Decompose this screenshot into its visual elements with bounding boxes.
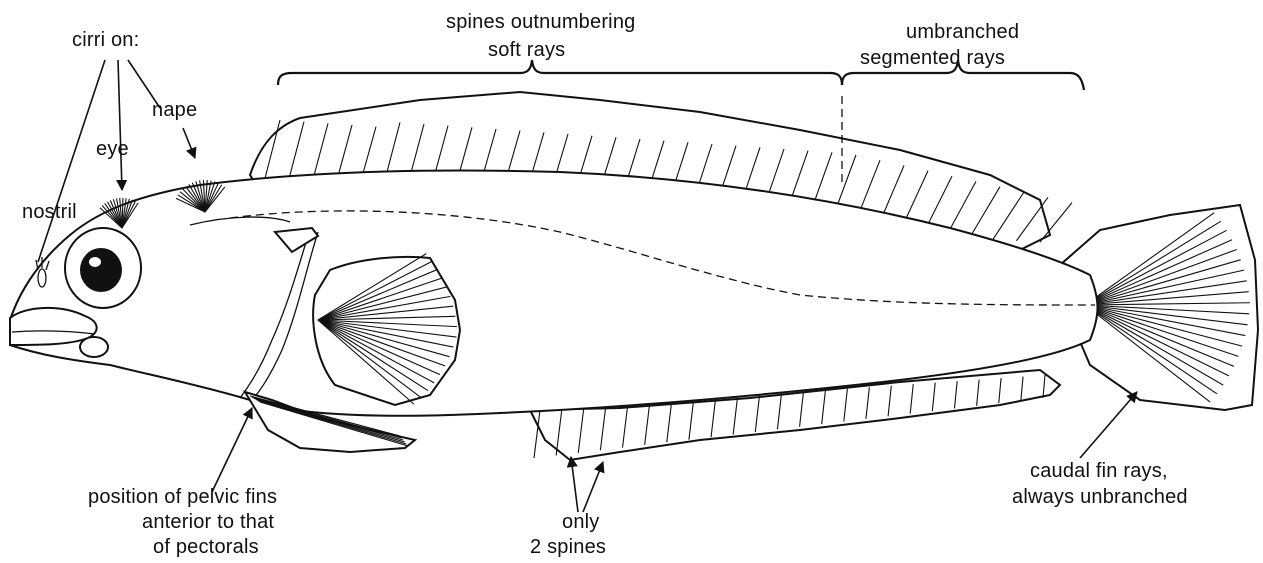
label-caudal-line2: always unbranched: [1012, 486, 1188, 508]
label-pelvic-line1: position of pelvic fins: [88, 486, 277, 508]
label-pelvic-line2: anterior to that: [142, 511, 274, 533]
label-caudal-line1: caudal fin rays,: [1030, 460, 1168, 482]
label-only-line2: 2 spines: [530, 536, 606, 558]
label-spines-line2: soft rays: [488, 39, 565, 61]
label-umbranched-line1: umbranched: [906, 21, 1019, 43]
spines-brace: [278, 60, 842, 85]
label-spines-line1: spines outnumbering: [446, 11, 635, 33]
eye: [65, 228, 141, 308]
pectoral-fin: [313, 254, 460, 405]
pelvic-leader: [212, 408, 252, 492]
label-umbranched-line2: segmented rays: [860, 47, 1005, 69]
label-pelvic-line3: of pectorals: [153, 536, 259, 558]
caudal-leader: [1080, 392, 1137, 458]
label-nostril: nostril: [22, 201, 77, 223]
label-cirri-on: cirri on:: [72, 29, 139, 51]
label-only-line1: only: [562, 511, 600, 533]
label-nape: nape: [152, 99, 197, 121]
label-eye: eye: [96, 138, 129, 160]
only-spines-leaders: [571, 457, 603, 512]
